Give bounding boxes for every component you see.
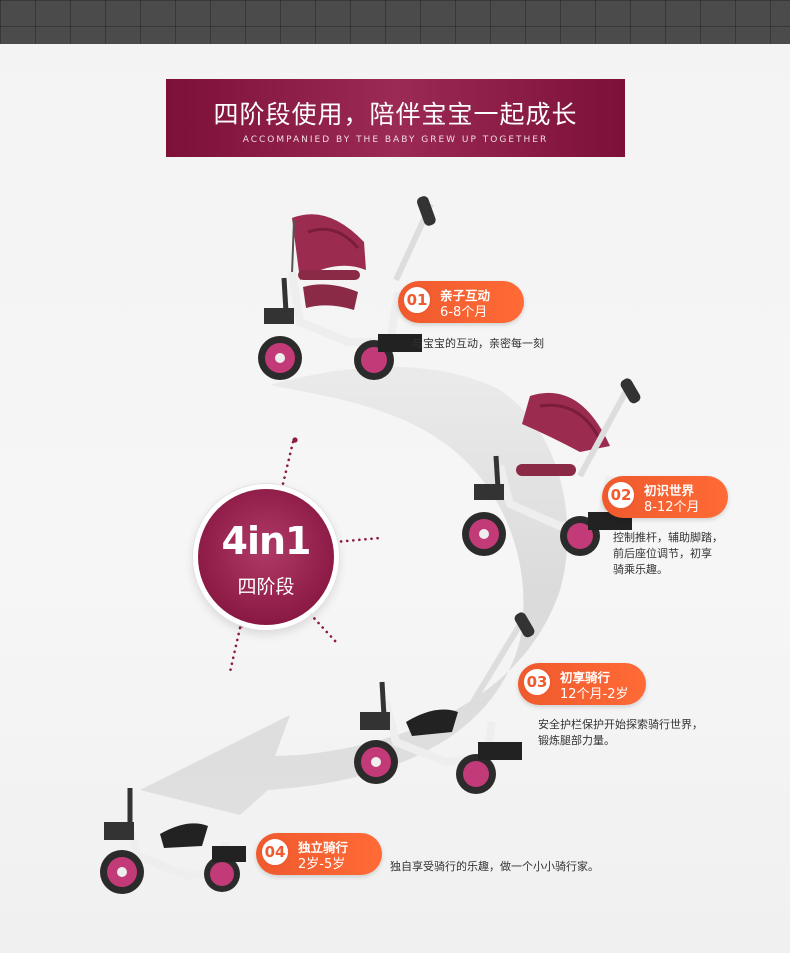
tricycle-stage-2-image xyxy=(462,378,641,556)
stage-name: 初享骑行 xyxy=(560,670,611,685)
banner-title: 四阶段使用，陪伴宝宝一起成长 xyxy=(213,100,578,129)
tricycle-stage-4-image xyxy=(100,788,246,894)
stage-age: 8-12个月 xyxy=(644,500,700,515)
stage-age: 12个月-2岁 xyxy=(560,687,629,702)
stage-number: 02 xyxy=(606,480,636,510)
stage-3-description: 安全护栏保护开始探索骑行世界， 锻炼腿部力量。 xyxy=(538,718,703,747)
top-texture-bar xyxy=(0,0,790,44)
stage-badge-2: 02 初识世界 8-12个月 xyxy=(602,476,728,518)
stages-summary-circle: 4in1 四阶段 xyxy=(193,484,339,630)
stage-number: 03 xyxy=(522,667,552,697)
model-label: 4in1 xyxy=(221,519,312,563)
stage-badge-1: 01 亲子互动 6-8个月 xyxy=(398,281,524,323)
stage-name: 初识世界 xyxy=(644,483,695,498)
stage-badge-3: 03 初享骑行 12个月-2岁 xyxy=(518,663,646,705)
stage-badge-4: 04 独立骑行 2岁-5岁 xyxy=(256,833,382,875)
stage-number: 04 xyxy=(260,837,290,867)
stage-number: 01 xyxy=(402,285,432,315)
stage-4-description: 独自享受骑行的乐趣，做一个小小骑行家。 xyxy=(390,860,599,873)
banner-subtitle: ACCOMPANIED BY THE BABY GREW UP TOGETHER xyxy=(242,135,549,145)
tricycle-stage-1-image xyxy=(258,196,436,380)
stage-2-description: 控制推杆，辅助脚踏， 前后座位调节，初享 骑乘乐趣。 xyxy=(613,531,723,576)
stage-name: 亲子互动 xyxy=(440,288,491,303)
stage-age: 6-8个月 xyxy=(440,305,488,320)
stage-1-description: 与宝宝的互动，亲密每一刻 xyxy=(412,337,544,350)
tricycle-stage-3-image xyxy=(354,612,535,794)
stage-name: 独立骑行 xyxy=(298,840,349,855)
stages-label: 四阶段 xyxy=(237,576,295,598)
header-banner: 四阶段使用，陪伴宝宝一起成长 ACCOMPANIED BY THE BABY G… xyxy=(166,79,625,157)
stage-age: 2岁-5岁 xyxy=(298,857,346,872)
